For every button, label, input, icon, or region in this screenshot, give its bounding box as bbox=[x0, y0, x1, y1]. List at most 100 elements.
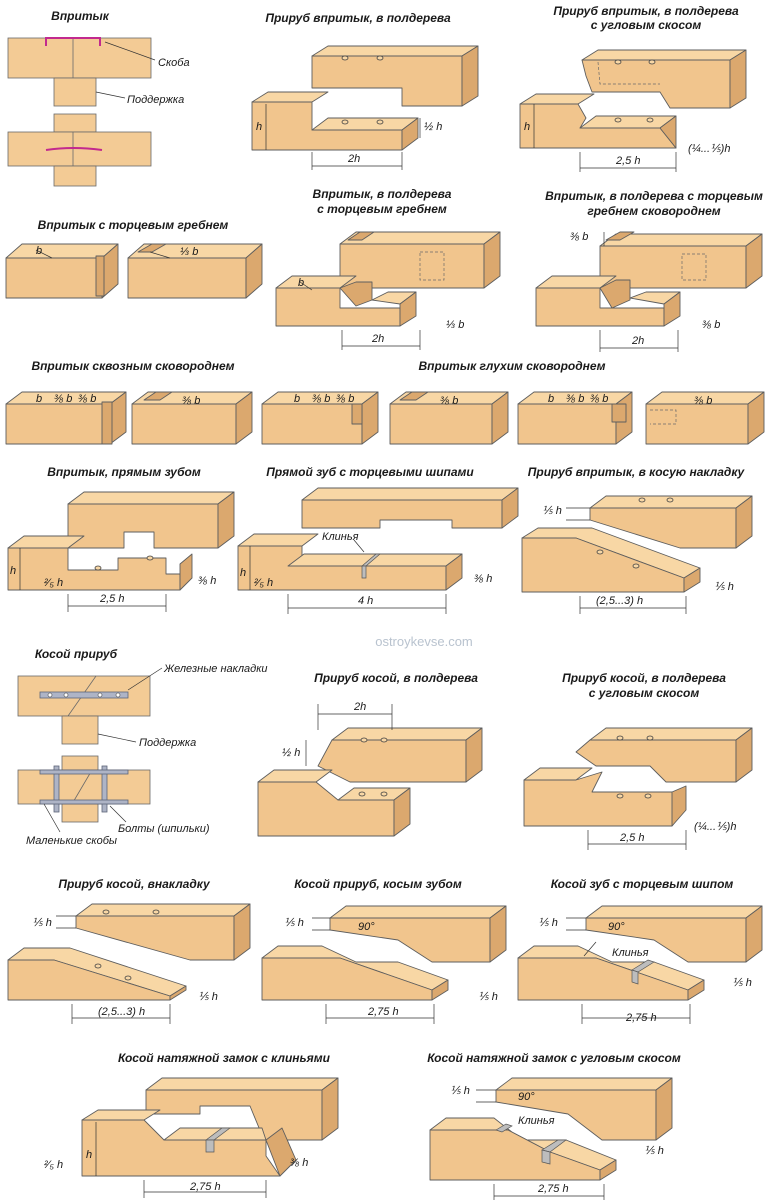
dim-90-2: 90° bbox=[608, 921, 625, 933]
diagram-zub-ship bbox=[517, 905, 763, 1024]
label-klinya-2: Клинья bbox=[612, 947, 649, 959]
title-prirub-skos-1b: с угловым скосом bbox=[591, 18, 702, 32]
dim-h-4: h bbox=[240, 567, 246, 579]
dim-15h-1: ⅕ h bbox=[542, 505, 562, 517]
title-pryamym-zubom: Впритык, прямым зубом bbox=[47, 465, 201, 479]
dim-15h-2: ⅕ h bbox=[714, 581, 734, 593]
title-kosoy-vnakladku: Прируб косой, внакладку bbox=[58, 877, 211, 891]
diagram-kosuyu-nakladku bbox=[521, 495, 753, 614]
dim-15h-3: ⅕ h bbox=[32, 917, 52, 929]
dim-25h-2: 2,5 h bbox=[99, 593, 124, 605]
dim-275h-4: 2,75 h bbox=[537, 1183, 569, 1195]
dim-b-5: b bbox=[548, 393, 554, 405]
label-zheleznye: Железные накладки bbox=[163, 663, 268, 675]
label-podderzhka-1: Поддержка bbox=[127, 94, 184, 106]
title-gluhim: Впритык глухим сковороднем bbox=[419, 359, 606, 373]
diagram-pryamym-zubom bbox=[7, 491, 235, 612]
title-vpritik-skovoroden-a: Впритык, в полдерева с торцевым bbox=[545, 189, 763, 203]
diagram-vpritik-greben bbox=[5, 243, 263, 299]
diagram-gluhim-b bbox=[517, 391, 765, 445]
dim-third-b-1: ⅓ b bbox=[180, 246, 198, 258]
dim-275h-2: 2,75 h bbox=[625, 1012, 657, 1024]
title-prirub-vpritik-polder: Прируб впритык, в полдерева bbox=[265, 11, 451, 25]
title-prirub-skos-2b: с угловым скосом bbox=[589, 686, 700, 700]
dim-half-h-2: ½ h bbox=[282, 747, 300, 759]
dim-25-h-a: ²⁄₅ h bbox=[44, 577, 63, 589]
diagram-vpritik-skovoroden bbox=[535, 231, 763, 352]
diagram-vpritik-polder-greben bbox=[275, 231, 501, 350]
dim-275h-3: 2,75 h bbox=[189, 1181, 221, 1193]
dim-90-3: 90° bbox=[518, 1091, 535, 1103]
label-podderzhka-2: Поддержка bbox=[139, 737, 196, 749]
vpritik-bottom-diagram bbox=[7, 113, 152, 187]
dim-range-1: (2,5...3) h bbox=[596, 595, 643, 607]
dim-h-5: h bbox=[86, 1149, 92, 1161]
dim-38b-7: ⅜ b bbox=[336, 393, 354, 405]
diagram-prirub-skos-1 bbox=[519, 49, 747, 172]
dim-38b-8: ⅜ b bbox=[440, 395, 458, 407]
dim-38h-1: ⅜ h bbox=[198, 575, 216, 587]
dim-b-4: b bbox=[294, 393, 300, 405]
dim-38b-9: ⅜ b bbox=[566, 393, 584, 405]
title-kosoy-prirub: Косой прируб bbox=[35, 647, 118, 661]
label-malenkie: Маленькие скобы bbox=[26, 835, 117, 847]
label-skoba: Скоба bbox=[158, 57, 190, 69]
dim-2h-3: 2h bbox=[631, 335, 644, 347]
diagram-kosym-zubom bbox=[261, 905, 507, 1024]
diagram-ship bbox=[237, 487, 519, 614]
dim-25-h-c: ²⁄₅ h bbox=[44, 1159, 63, 1171]
diagram-natyazhnoy-klinya bbox=[81, 1077, 339, 1198]
dim-38b-6: ⅜ b bbox=[312, 393, 330, 405]
diagram-prirub-kosoy-polder bbox=[257, 704, 483, 837]
title-natyazhnoy-klinya: Косой натяжной замок с клиньями bbox=[118, 1051, 331, 1065]
dim-15h-6: ⅕ h bbox=[478, 991, 498, 1003]
dim-h-1: h bbox=[256, 121, 262, 133]
label-klinya-1: Клинья bbox=[322, 531, 359, 543]
dim-4h: 4 h bbox=[358, 595, 373, 607]
dim-15h-10: ⅕ h bbox=[644, 1145, 664, 1157]
dim-90-1: 90° bbox=[358, 921, 375, 933]
title-vpritik-greben: Впритык с торцевым гребнем bbox=[38, 218, 229, 232]
dim-b-2: b bbox=[298, 277, 304, 289]
title-skvoznoy: Впритык сквозным сковороднем bbox=[31, 359, 234, 373]
title-vpritik-polder-greben-a: Впритык, в полдерева bbox=[313, 187, 452, 201]
diagram-skvoznoy bbox=[5, 391, 253, 445]
dim-h-3: h bbox=[10, 565, 16, 577]
diagram-prirub-skos-2 bbox=[523, 727, 753, 850]
title-vpritik: Впритык bbox=[51, 9, 110, 23]
dim-2h-1: 2h bbox=[347, 153, 360, 165]
dim-38b-5: ⅜ b bbox=[182, 395, 200, 407]
dim-15h-9: ⅕ h bbox=[450, 1085, 470, 1097]
title-vpritik-polder-greben-b: с торцевым гребнем bbox=[317, 202, 447, 216]
dim-quarter-range-2: (¼...⅕)h bbox=[694, 821, 736, 833]
dim-38b-10: ⅜ b bbox=[590, 393, 608, 405]
title-vpritik-skovoroden-b: гребнем сковороднем bbox=[587, 204, 720, 218]
dim-half-h-1: ½ h bbox=[424, 121, 442, 133]
diagram-natyazhnoy-skos bbox=[429, 1077, 673, 1200]
dim-25h-1: 2,5 h bbox=[615, 155, 640, 167]
title-kosym-zubom: Косой прируб, косым зубом bbox=[294, 877, 462, 891]
dim-38b-3: ⅜ b bbox=[54, 393, 72, 405]
dim-2h-2: 2h bbox=[371, 333, 384, 345]
dim-h-2: h bbox=[524, 121, 530, 133]
title-zub-ship: Косой зуб с торцевым шипом bbox=[551, 877, 734, 891]
dim-38b-4: ⅜ b bbox=[78, 393, 96, 405]
dim-b-1: b bbox=[36, 245, 42, 257]
title-prirub-skos-2a: Прируб косой, в полдерева bbox=[562, 671, 726, 685]
dim-15h-7: ⅕ h bbox=[538, 917, 558, 929]
diagram-gluhim-a bbox=[261, 391, 509, 445]
dim-38b-11: ⅜ b bbox=[694, 395, 712, 407]
diagram-prirub-vpritik-polder bbox=[251, 45, 479, 170]
watermark: ostroykevse.com bbox=[375, 634, 473, 649]
vpritik-top-diagram bbox=[7, 37, 156, 107]
dim-quarter-range-1: (¼...⅕)h bbox=[688, 143, 730, 155]
dim-25-h-b: ²⁄₅ h bbox=[254, 577, 273, 589]
dim-38h-3: ⅜ h bbox=[290, 1157, 308, 1169]
dim-38b-2: ⅜ b bbox=[702, 319, 720, 331]
title-kosuyu-nakladku: Прируб впритык, в косую накладку bbox=[528, 465, 746, 479]
dim-15h-8: ⅕ h bbox=[732, 977, 752, 989]
dim-25h-3: 2,5 h bbox=[619, 832, 644, 844]
dim-275h-1: 2,75 h bbox=[367, 1006, 399, 1018]
title-ship: Прямой зуб с торцевыми шипами bbox=[266, 465, 474, 479]
